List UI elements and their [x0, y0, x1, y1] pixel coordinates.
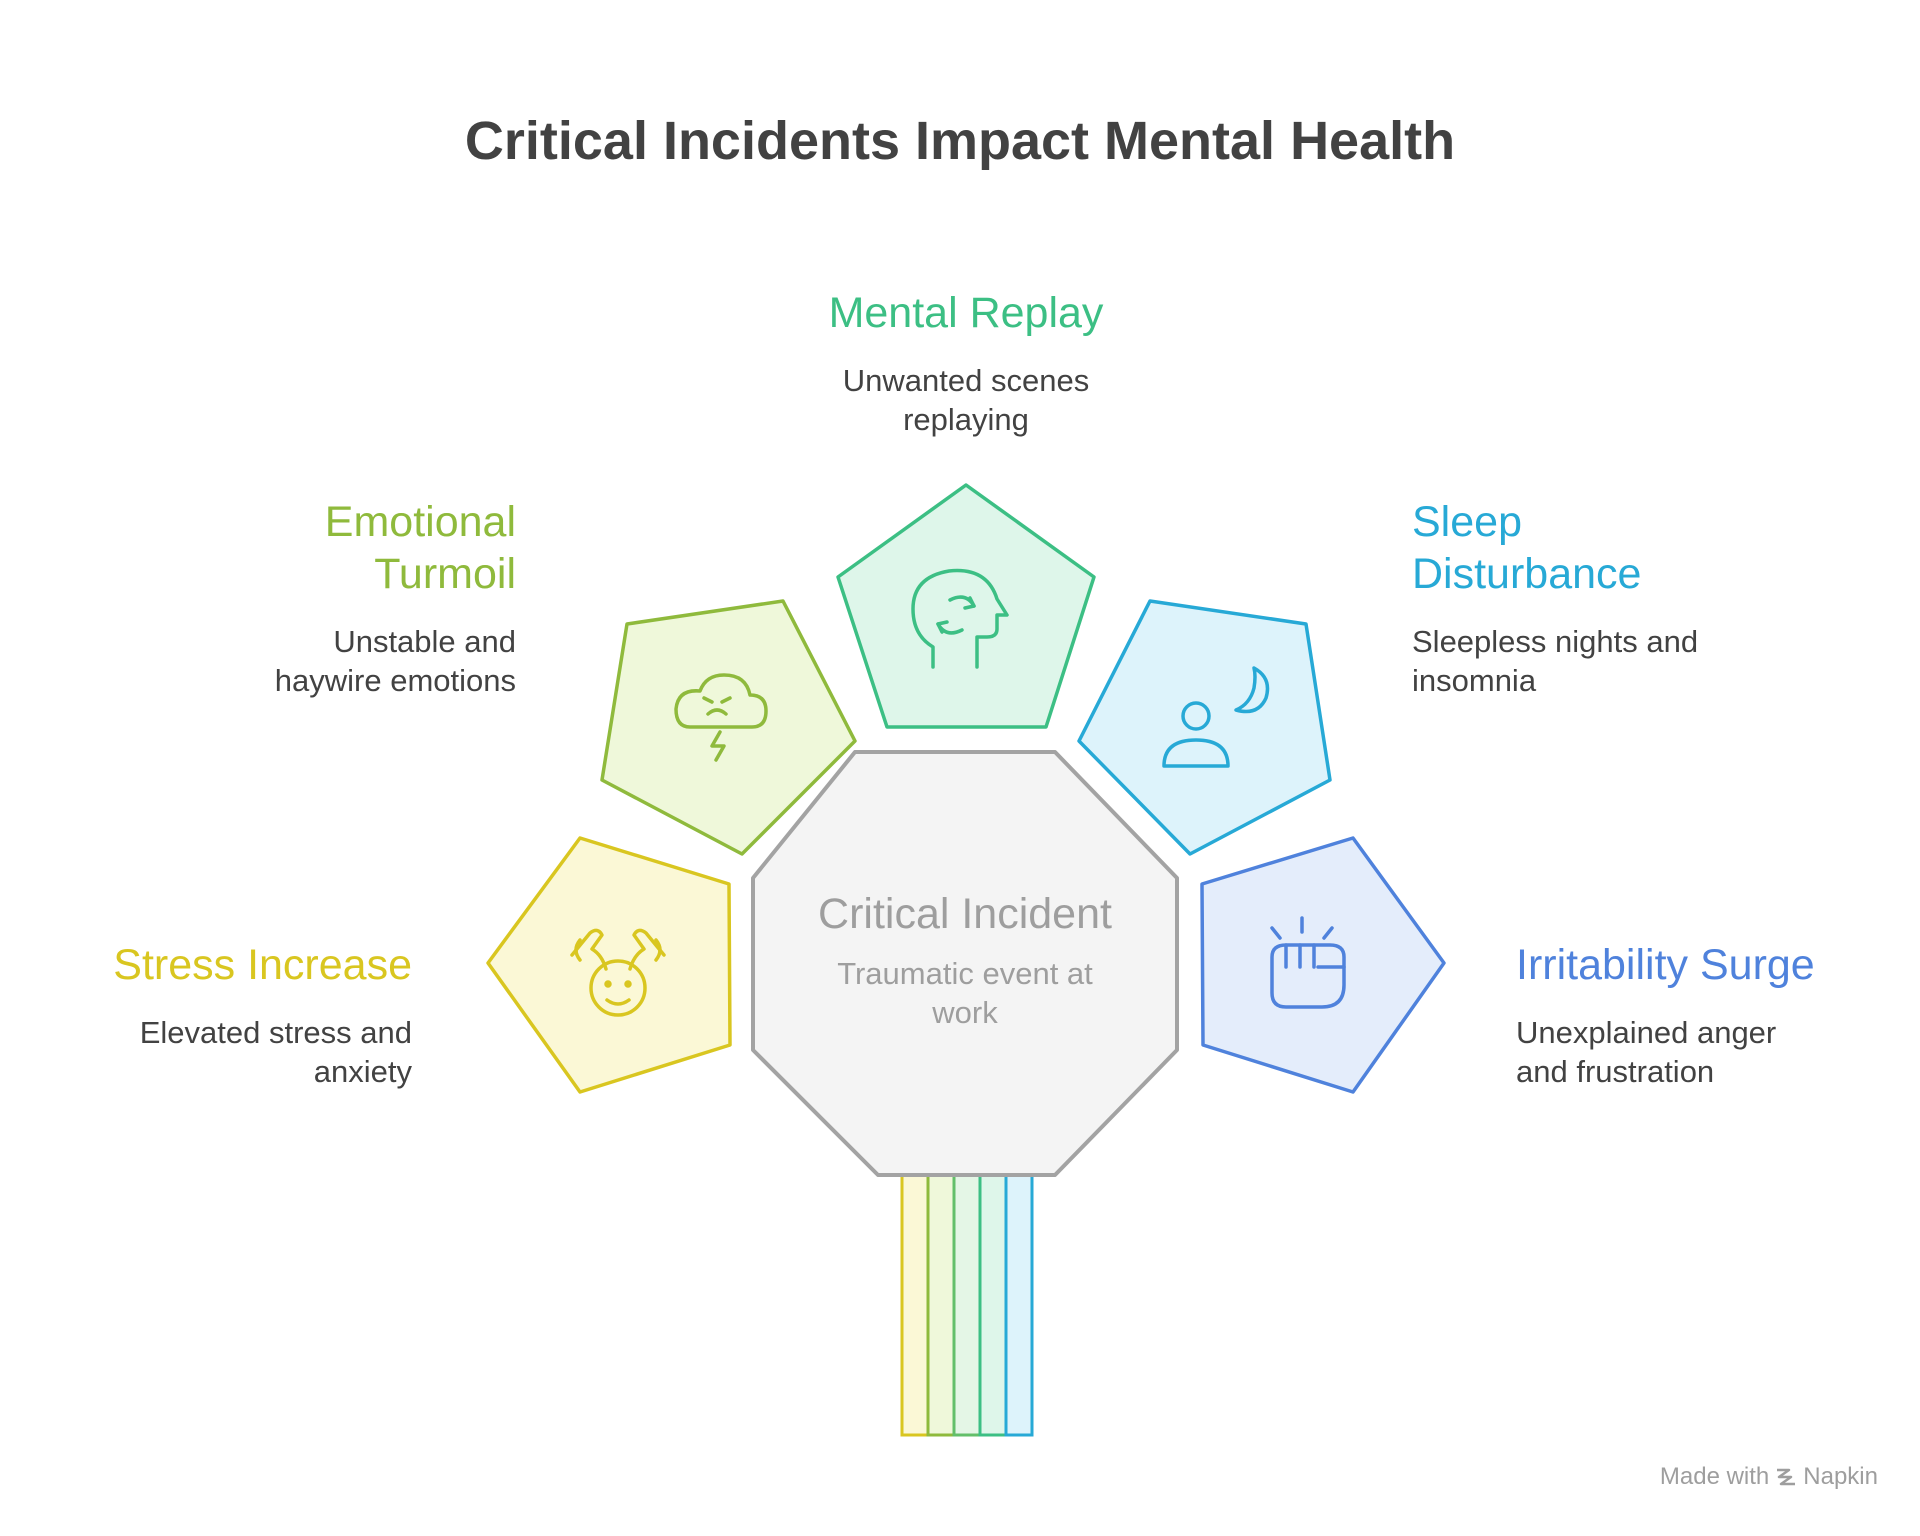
center-label: Critical Incident [818, 890, 1112, 938]
irritability-surge-label: Irritability Surge [1516, 941, 1815, 989]
stem-stripe-4 [978, 1173, 1008, 1437]
emotional-turmoil-description: Unstable and haywire emotions [274, 624, 516, 698]
mental-replay-block: Mental Replay Unwanted scenes replaying [760, 287, 1172, 439]
irritability-surge-block: Irritability Surge Unexplained anger and… [1516, 939, 1846, 1091]
critical-incident-octagon [751, 750, 1179, 1177]
footer-text: Made with [1659, 1463, 1770, 1490]
fist-icon [1270, 916, 1346, 1009]
page-title: Critical Incidents Impact Mental Health [464, 111, 1456, 171]
sleep-disturbance-label: Sleep Disturbance [1412, 498, 1642, 598]
hands-protecting-face-icon [570, 928, 666, 1017]
napkin-logo-icon [1777, 1468, 1796, 1486]
footer-credit: Made with Napkin [1660, 1463, 1878, 1491]
footer-brand: Napkin [1803, 1463, 1878, 1490]
person-moon-icon [1162, 666, 1270, 768]
sleep-disturbance-block: Sleep Disturbance Sleepless nights and i… [1412, 496, 1742, 700]
stress-increase-description: Elevated stress and anxiety [139, 1015, 412, 1089]
irritability-surge-pentagon [1200, 836, 1446, 1094]
stem-stripes [900, 1173, 1034, 1437]
stem-stripe-1 [900, 1173, 930, 1437]
sleep-disturbance-description: Sleepless nights and insomnia [1412, 624, 1699, 698]
center-description: Traumatic event at work [837, 956, 1093, 1030]
stem-stripe-2 [926, 1173, 956, 1437]
stress-increase-block: Stress Increase Elevated stress and anxi… [90, 939, 412, 1091]
center-block: Critical Incident Traumatic event at wor… [753, 888, 1177, 1032]
stem-stripe-5 [1004, 1173, 1034, 1437]
mental-replay-description: Unwanted scenes replaying [842, 363, 1090, 437]
head-cycle-icon [911, 568, 1009, 669]
stem-stripe-3 [952, 1173, 982, 1437]
storm-cloud-icon [674, 673, 768, 762]
stress-increase-pentagon [486, 836, 732, 1094]
emotional-turmoil-label: Emotional Turmoil [324, 498, 516, 598]
emotional-turmoil-block: Emotional Turmoil Unstable and haywire e… [200, 496, 516, 700]
stress-increase-label: Stress Increase [113, 941, 412, 989]
irritability-surge-description: Unexplained anger and frustration [1516, 1015, 1777, 1089]
mental-replay-label: Mental Replay [828, 289, 1104, 337]
